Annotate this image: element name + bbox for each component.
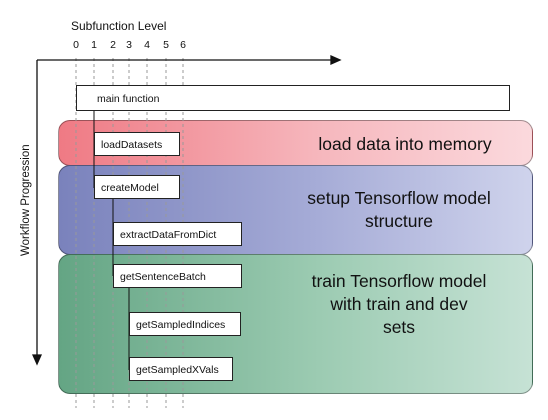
y-axis-arrowhead	[31, 354, 43, 366]
function-box-createModel: createModel	[94, 175, 180, 199]
stage-label-train-line-1: train Tensorflow model	[311, 271, 487, 291]
stage-label-train-line-3: sets	[382, 317, 416, 337]
level-tick-1: 1	[91, 39, 97, 51]
stage-label-setup-model: setup Tensorflow model structure	[280, 187, 518, 233]
level-tick-2: 2	[110, 39, 116, 51]
level-tick-5: 5	[163, 39, 169, 51]
axis-arrows	[31, 54, 342, 366]
function-box-loadDatasets: loadDatasets	[94, 132, 180, 156]
function-box-getSentenceBatch: getSentenceBatch	[113, 264, 242, 288]
function-box-main: main function	[76, 85, 510, 111]
stage-label-load-data: load data into memory	[318, 134, 492, 154]
level-tick-6: 6	[180, 39, 186, 51]
function-box-extractDataFromDict: extractDataFromDict	[113, 222, 242, 246]
stage-label-setup-line-1: setup Tensorflow model	[307, 188, 491, 208]
y-axis-label: Workflow Progression	[20, 144, 32, 256]
stage-label-train-model: train Tensorflow model with train and de…	[280, 270, 518, 339]
function-box-getSampledIndices: getSampledIndices	[129, 312, 241, 336]
level-tick-4: 4	[144, 39, 150, 51]
stage-label-setup-line-2: structure	[364, 211, 434, 231]
stage-label-train-line-2: with train and dev	[330, 294, 468, 314]
x-axis-arrowhead	[330, 54, 342, 66]
diagram-title: Subfunction Level	[71, 19, 167, 33]
function-box-getSampledXVals: getSampledXVals	[129, 357, 233, 381]
level-tick-3: 3	[126, 39, 132, 51]
level-tick-0: 0	[73, 39, 79, 51]
